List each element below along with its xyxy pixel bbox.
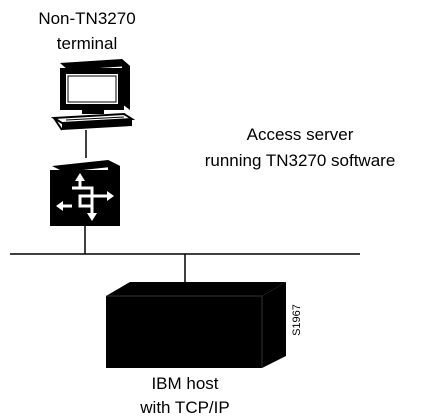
computer-terminal-icon (50, 59, 136, 131)
server-label-line2: running TN3270 software (205, 151, 396, 170)
host-label-line1: IBM host (151, 374, 218, 393)
terminal-label-line1: Non-TN3270 (38, 9, 135, 28)
terminal-label-line2: terminal (57, 34, 117, 53)
host-label-line2: with TCP/IP (139, 398, 229, 417)
figure-id: S1967 (291, 304, 303, 336)
server-label-line1: Access server (247, 125, 354, 144)
access-server-icon (50, 160, 120, 226)
mainframe-host-icon (106, 282, 286, 368)
